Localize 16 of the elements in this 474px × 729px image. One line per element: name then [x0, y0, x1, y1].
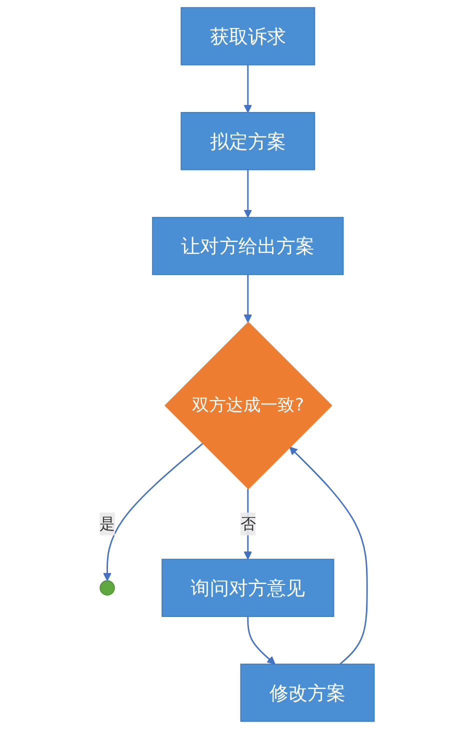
node-box: 询问对方意见	[162, 558, 334, 617]
arrow	[289, 446, 368, 665]
arrow	[244, 170, 252, 218]
node-diamond: 双方达成一致?	[164, 322, 332, 490]
arrow	[244, 274, 252, 323]
arrow	[244, 64, 252, 113]
arrow	[244, 488, 252, 560]
arrow	[103, 443, 204, 582]
edge-label: 是	[100, 514, 115, 533]
node-box: 让对方给出方案	[152, 216, 344, 276]
node-box: 拟定方案	[180, 112, 316, 170]
edge-label: 否	[240, 514, 256, 533]
node-circle	[100, 580, 115, 596]
node-box: 修改方案	[240, 664, 375, 722]
node-box: 获取诉求	[180, 7, 316, 66]
arrow	[247, 616, 276, 665]
